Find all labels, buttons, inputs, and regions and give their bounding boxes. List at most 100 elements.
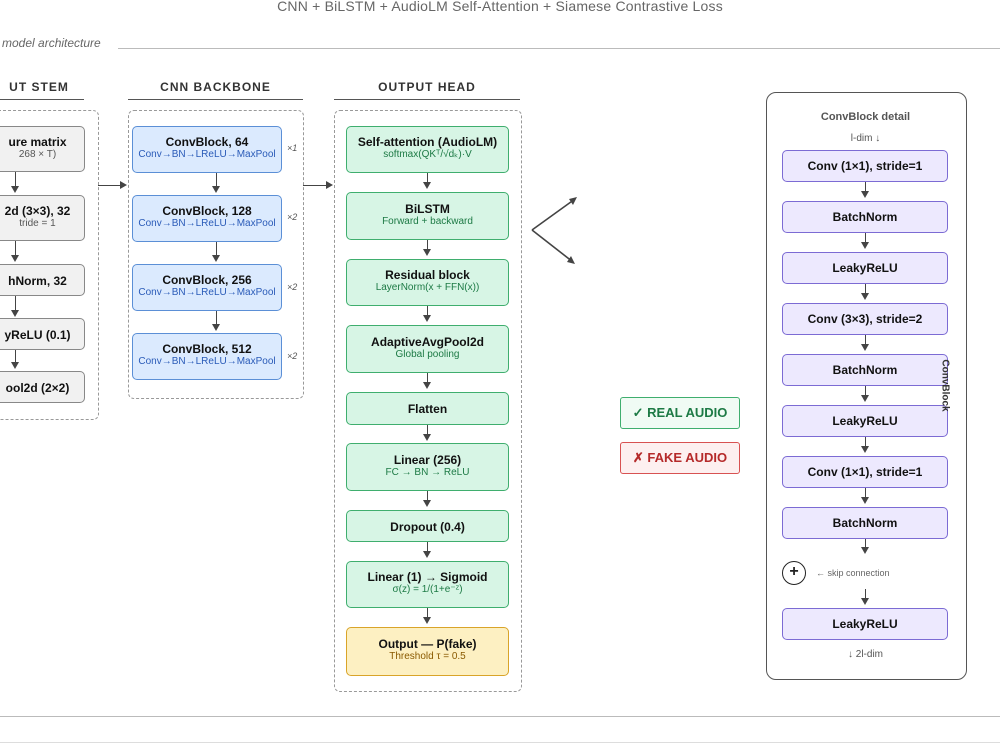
stem-feature-matrix-sub: 268 × T) [18,149,57,160]
head-adaptive-avgpool: AdaptiveAvgPool2d Global pooling [346,325,509,373]
detail-layer-leakyrelu-b-label: LeakyReLU [832,414,898,428]
detail-layer-batchnorm-b-label: BatchNorm [832,363,898,377]
head-linear-sigmoid: Linear (1) → Sigmoid σ(z) = 1/(1+e⁻ᶻ) [346,561,509,608]
detail-layer-conv1x1-a: Conv (1×1), stride=1 [782,150,948,182]
convblock-64-sub: Conv→BN→LReLU→MaxPool [138,149,276,160]
detail-layer-conv1x1-a-label: Conv (1×1), stride=1 [807,159,923,173]
stem-conv2d: 2d (3×3), 32 tride = 1 [0,195,85,241]
head-flatten-title: Flatten [407,402,448,416]
arrow-line [865,335,866,345]
head-output-pfake-title: Output — P(fake) [378,637,477,651]
connector-stem-backbone [98,185,120,186]
head-residual-block-sub: LayerNorm(x + FFN(x)) [375,282,480,293]
cnn-backbone-group [128,110,304,399]
arrow-head [11,255,19,262]
arrow-head [423,434,431,441]
footer-rule-bottom [0,742,1000,743]
arrow-line [216,173,217,187]
arrow-head [861,344,869,351]
arrow-head [861,446,869,453]
arrow-line [15,172,16,187]
detail-layer-batchnorm-a: BatchNorm [782,201,948,233]
arrow-line [427,373,428,383]
section-underline-cnn-backbone [128,99,303,100]
head-dropout: Dropout (0.4) [346,510,509,542]
head-dropout-title: Dropout (0.4) [390,520,465,534]
arrow-line [216,242,217,256]
arrow-line [427,608,428,618]
convblock-512-title: ConvBlock, 512 [162,342,252,356]
head-linear-256: Linear (256) FC → BN → ReLU [346,443,509,491]
output-head-group [334,110,522,692]
stem-conv2d-title: 2d (3×3), 32 [4,204,71,218]
detail-layer-batchnorm-c: BatchNorm [782,507,948,539]
arrow-line [865,589,866,599]
arrow-head [861,547,869,554]
convblock-256-sub: Conv→BN→LReLU→MaxPool [138,287,276,298]
detail-layer-leakyrelu-a: LeakyReLU [782,252,948,284]
arrow-line [427,306,428,316]
arrow-line [15,350,16,363]
head-linear-256-title: Linear (256) [393,453,462,467]
arrow-head [212,186,220,193]
head-self-attention-title: Self-attention (AudioLM) [357,135,498,149]
convblock-detail-panel [766,92,967,680]
result-real-audio: ✓ REAL AUDIO [620,397,740,429]
arrow-line [865,233,866,243]
head-linear-sigmoid-title: Linear (1) → Sigmoid [367,570,488,584]
detail-layer-conv3x3-label: Conv (3×3), stride=2 [807,312,923,326]
stem-conv2d-sub: tride = 1 [19,218,56,229]
detail-layer-batchnorm-c-label: BatchNorm [832,516,898,530]
input-stem-group [0,110,99,420]
arrow-head [11,362,19,369]
convblock-256: ConvBlock, 256 Conv→BN→LReLU→MaxPool [132,264,282,311]
arrow-line [865,488,866,498]
head-flatten: Flatten [346,392,509,425]
result-fake-audio: ✗ FAKE AUDIO [620,442,740,474]
arrow-line [15,296,16,311]
arrow-head [423,382,431,389]
arrow-line [865,437,866,447]
arrow-line [216,311,217,325]
diagram-title: CNN + BiLSTM + AudioLM Self-Attention + … [277,0,723,14]
arrow-head [423,551,431,558]
arrow-head [861,497,869,504]
arrow-head [423,617,431,624]
header-rule [118,48,1000,49]
arrow-head [861,293,869,300]
head-bilstm: BiLSTM Forward + backward [346,192,509,240]
arrow-head [11,186,19,193]
arrow-head [423,315,431,322]
convblock-128-mult: ×2 [287,212,298,222]
connector-stem-backbone-head [120,181,127,189]
skip-connection-label: ← skip connection [816,568,890,578]
connector-backbone-head-head [326,181,333,189]
arrow-head [423,249,431,256]
stem-batchnorm: hNorm, 32 [0,264,85,296]
arrow-line [865,284,866,294]
arrow-head [423,182,431,189]
arrow-head [861,191,869,198]
head-self-attention-sub: softmax(QKᵀ/√dₖ)·V [383,149,472,160]
arrow-head [861,598,869,605]
arrow-line [427,173,428,183]
convblock-128-sub: Conv→BN→LReLU→MaxPool [138,218,276,229]
stem-leakyrelu-title: yReLU (0.1) [4,328,71,342]
decision-branch-arrows [531,197,577,264]
detail-layer-leakyrelu-b: LeakyReLU [782,405,948,437]
head-linear-256-sub: FC → BN → ReLU [385,467,470,478]
head-adaptive-avgpool-title: AdaptiveAvgPool2d [371,335,484,349]
convblock-output-dim: ↓ 2l-dim [847,649,883,660]
section-underline-output-head [334,99,520,100]
stem-feature-matrix-title: ure matrix [8,135,67,149]
convblock-detail-title: ConvBlock detail [820,111,911,123]
arrow-head [423,500,431,507]
head-bilstm-sub: Forward + backward [382,216,473,227]
head-adaptive-avgpool-sub: Global pooling [395,349,460,360]
stem-leakyrelu: yReLU (0.1) [0,318,85,350]
arrow-head [212,324,220,331]
detail-layer-batchnorm-b: BatchNorm [782,354,948,386]
arrow-head [212,255,220,262]
detail-layer-conv3x3: Conv (3×3), stride=2 [782,303,948,335]
detail-layer-conv1x1-b: Conv (1×1), stride=1 [782,456,948,488]
